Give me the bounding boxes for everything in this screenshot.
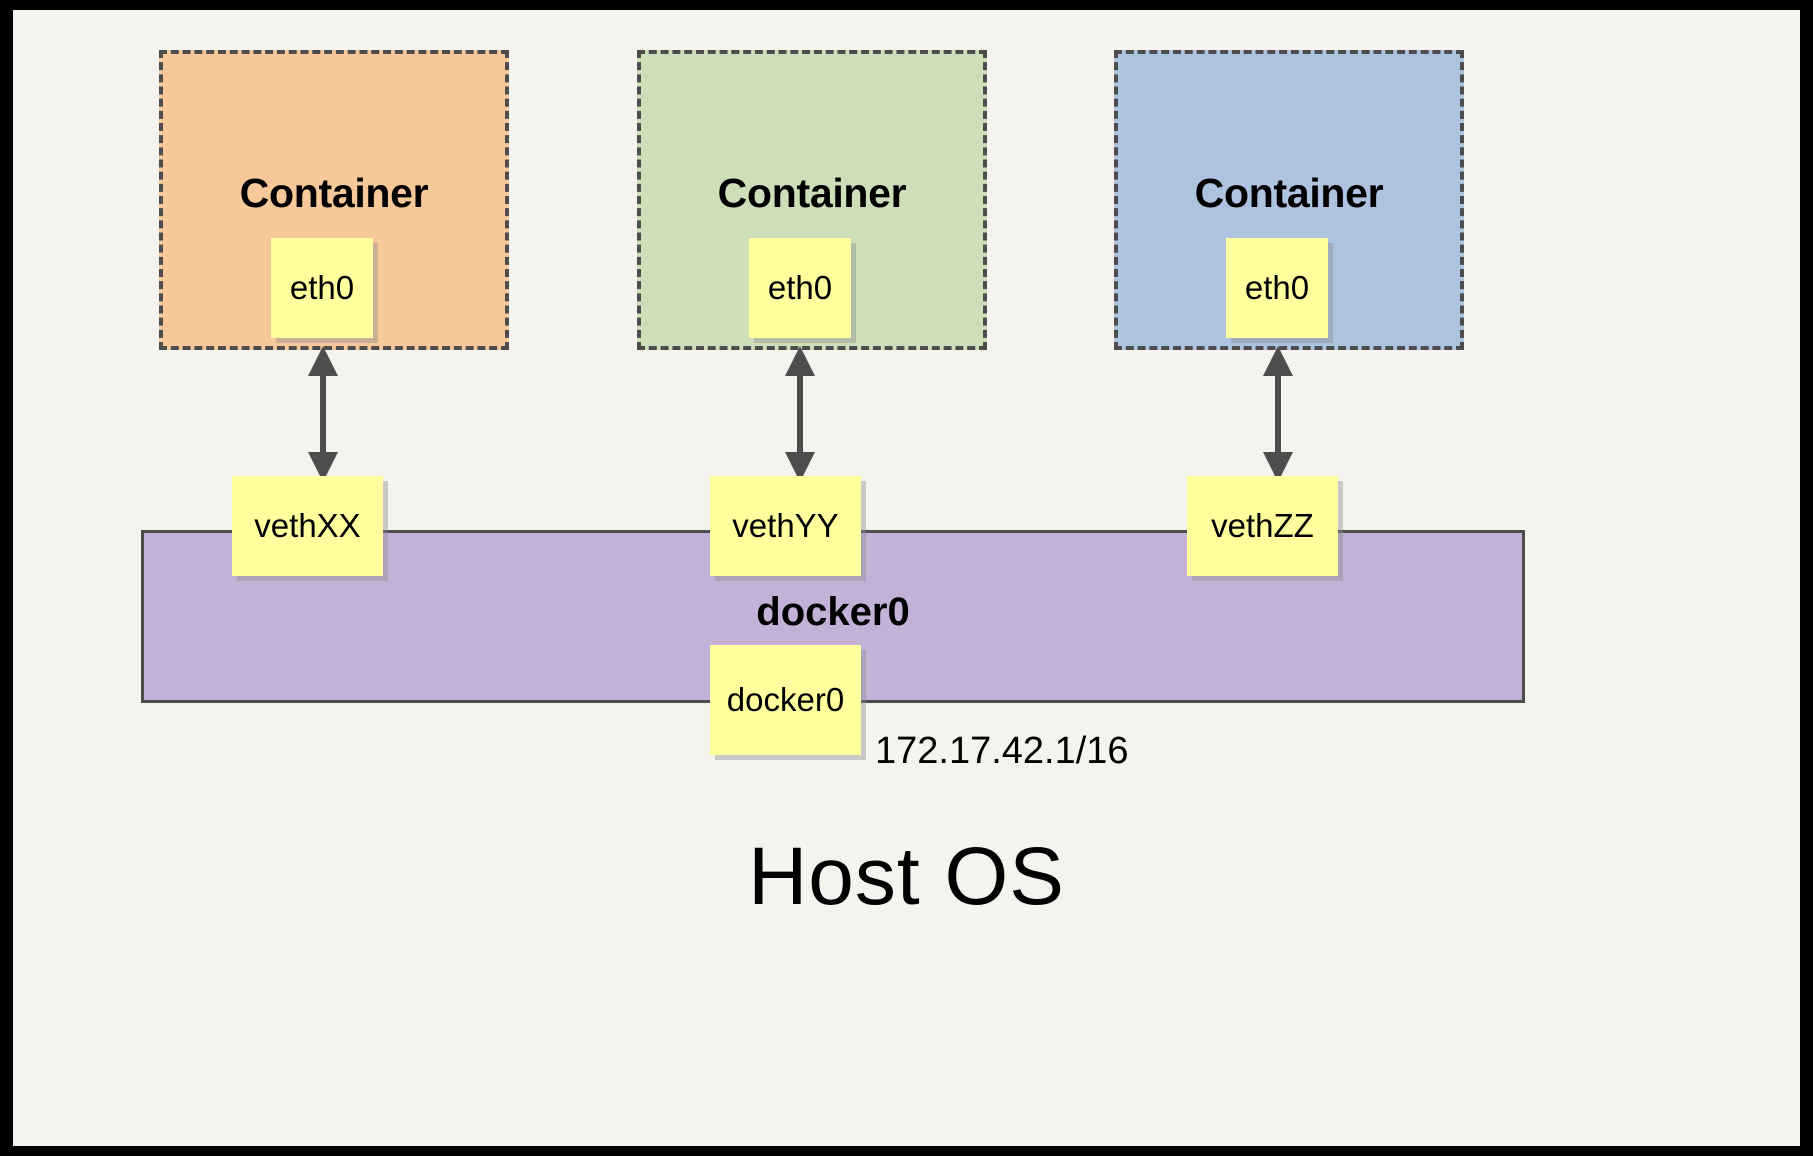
container-title-2: Container [717,170,907,216]
arrow-eth0-to-vethxx [308,346,338,482]
host-os-label: Host OS [748,831,1065,922]
container-title-1: Container [239,170,429,216]
arrow-eth0-to-vethzz [1263,346,1293,482]
docker0-ip-label: 172.17.42.1/16 [875,730,1129,772]
container-eth0-3: eth0 [1226,238,1328,338]
veth-box-1: vethXX [232,476,383,576]
container-eth0-2: eth0 [749,238,851,338]
container-title-3: Container [1194,170,1384,216]
veth-box-3: vethZZ [1187,476,1338,576]
container-box-3 [1114,50,1464,350]
diagram-canvas: Container eth0 Container eth0 Container … [13,10,1800,1146]
docker0-bridge-title: docker0 [756,590,910,634]
arrow-eth0-to-vethyy [785,346,815,482]
veth-box-2: vethYY [710,476,861,576]
container-eth0-1: eth0 [271,238,373,338]
docker0-interface-box: docker0 [710,645,861,755]
